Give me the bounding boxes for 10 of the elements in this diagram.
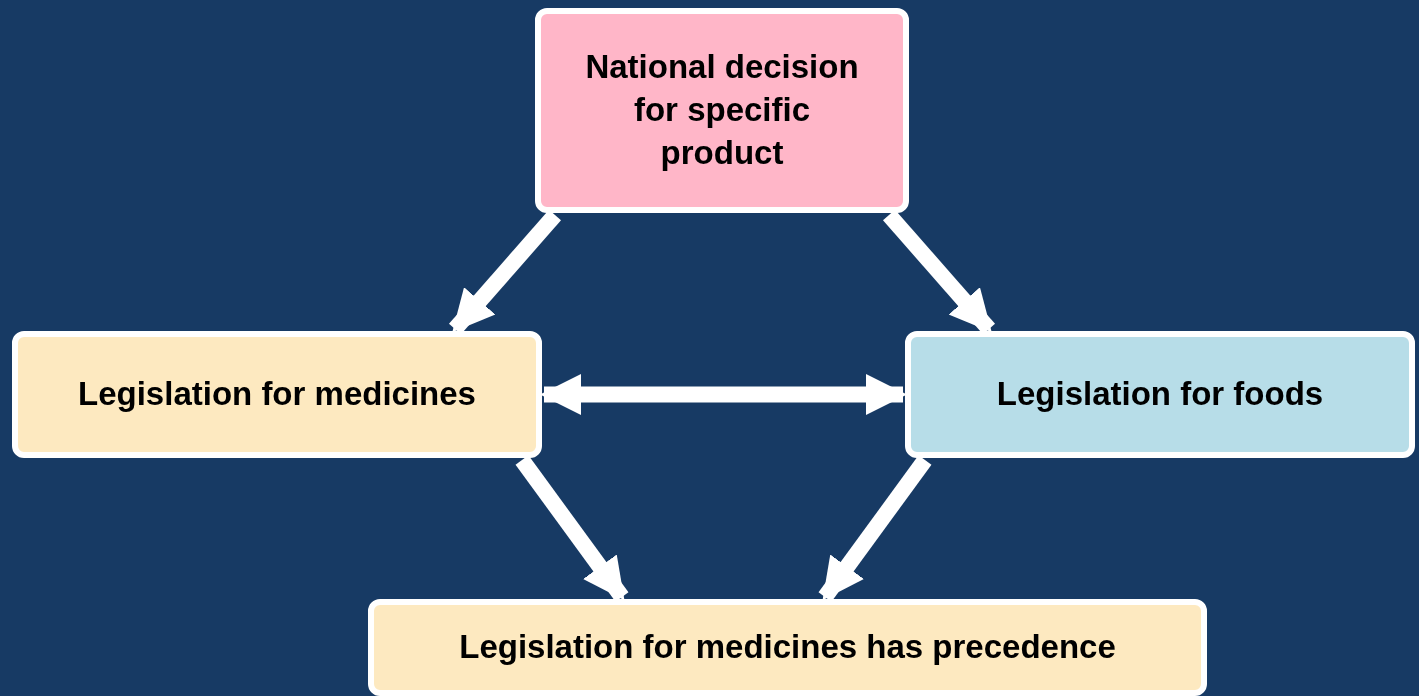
text-box	[535, 8, 909, 213]
arrow	[818, 455, 932, 602]
box-label: Legislation for medicines	[78, 374, 476, 415]
text-box	[368, 599, 1207, 696]
box-label: National decision for specific product	[584, 47, 860, 173]
box-label: Legislation for medicines has precedence	[459, 627, 1116, 668]
text-box	[12, 331, 542, 458]
box-label: Legislation for foods	[996, 374, 1324, 415]
text-box	[905, 331, 1415, 458]
arrow	[515, 455, 629, 602]
